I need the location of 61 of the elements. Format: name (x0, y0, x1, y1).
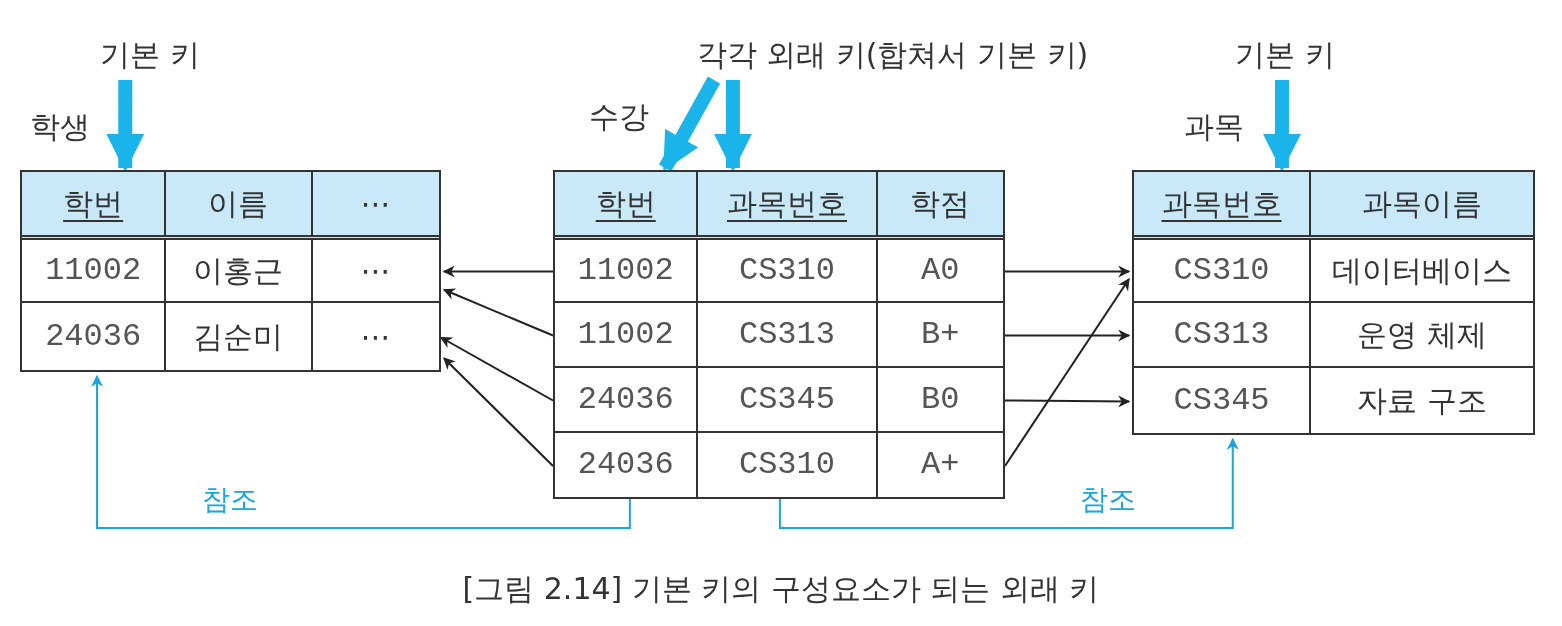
table-name: 학생 (30, 112, 90, 142)
table-cell: CS345 (696, 368, 876, 431)
table-cell-text: 11002 (44, 250, 143, 291)
arrow (442, 288, 554, 337)
table-row (1134, 303, 1533, 368)
key-arrow (713, 80, 752, 172)
table-row (555, 240, 1003, 303)
arrow (1004, 329, 1131, 342)
header-row (1134, 172, 1533, 240)
table-cell: ⋯ (310, 240, 439, 301)
column-header: 과목번호 (1160, 184, 1283, 223)
key-annotation: 각각 외래 키(합쳐서 기본 키) (630, 30, 1155, 80)
table-cell: CS310 (696, 240, 876, 301)
key-annotation: 기본 키 (85, 30, 215, 80)
table-cell: CS313 (696, 303, 876, 366)
table-row (22, 240, 439, 303)
arrow (442, 265, 554, 278)
table-cell: CS310 (696, 433, 876, 497)
arrow (1004, 265, 1131, 278)
table-name: 과목 (1184, 112, 1244, 142)
header-row (22, 172, 439, 240)
reference-arrow (91, 374, 631, 529)
table-cell-text: 11002 (576, 250, 675, 291)
arrow (443, 357, 554, 467)
column-header: ⋯ (310, 172, 439, 235)
table-cell-text: 24036 (44, 316, 143, 357)
key-arrow (658, 76, 721, 172)
arrow (1004, 278, 1130, 467)
table-row (555, 368, 1003, 433)
column-header: 학점 (875, 172, 1003, 235)
header-row (555, 172, 1003, 240)
key-annotation: 기본 키 (1220, 30, 1350, 80)
column-header: 학번 (594, 184, 657, 223)
table-name: 수강 (589, 102, 649, 132)
table-row (555, 303, 1003, 368)
table-cell: A0 (875, 240, 1003, 301)
figure-caption: [그림 2.14] 기본 키의 구성요소가 되는 외래 키 (461, 574, 1101, 604)
arrow (1004, 395, 1131, 408)
table-cell-text: CS313 (1172, 314, 1271, 355)
key-arrow (106, 80, 145, 172)
table-cell: 운영 체제 (1309, 303, 1533, 366)
table-cell: A+ (875, 433, 1003, 497)
table-cell: B+ (875, 303, 1003, 366)
column-header: 이름 (164, 172, 311, 235)
column-header: 학번 (62, 184, 125, 223)
table-cell-text: CS310 (1172, 250, 1271, 291)
table-cell-text: CS345 (1172, 380, 1271, 421)
table-row (1134, 240, 1533, 303)
table-cell-text: 24036 (576, 379, 675, 420)
table-cell: B0 (875, 368, 1003, 431)
reference-arrow (778, 437, 1239, 529)
key-arrow (1262, 80, 1301, 172)
table-cell: 김순미 (164, 303, 311, 370)
table-cell: 자료 구조 (1309, 368, 1533, 433)
table-cell: ⋯ (310, 303, 439, 370)
table-cell-text: 11002 (576, 314, 675, 355)
column-header: 과목번호 (696, 172, 876, 235)
table-cell-text: 24036 (576, 445, 675, 485)
table-cell: 데이터베이스 (1309, 240, 1533, 301)
table-cell: 이홍근 (164, 240, 311, 301)
column-header: 과목이름 (1309, 172, 1533, 235)
